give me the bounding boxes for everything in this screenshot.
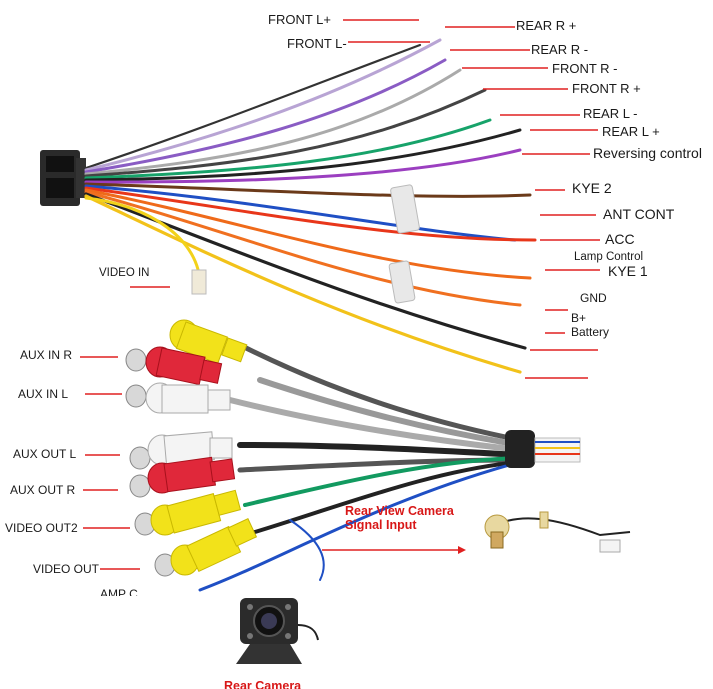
rca-bundle-connector <box>505 430 581 468</box>
rca-plug-aux-in-l <box>125 382 231 414</box>
label-video-out: VIDEO OUT <box>33 562 100 576</box>
label-amp-c: AMP C <box>100 588 138 596</box>
label-rear-l-minus: REAR L - <box>583 106 638 121</box>
label-lamp-control: Lamp Control <box>574 251 644 263</box>
rear-cam-title-line1: Rear View Camera <box>345 504 454 518</box>
label-acc: ACC <box>605 231 635 247</box>
rca-plug-aux-in-r <box>125 346 223 386</box>
rca-plug-video-out2 <box>134 489 242 536</box>
video-in-plug <box>191 269 207 295</box>
harness-wires <box>84 38 537 374</box>
label-rear-r-minus: REAR R - <box>531 42 589 57</box>
rca-plug-video-in-yellow <box>169 319 248 365</box>
label-front-r-plus: FRONT R + <box>572 81 641 96</box>
harness-connector <box>40 150 86 206</box>
label-aux-out-l: AUX OUT L <box>13 447 77 461</box>
rear-camera-caption: Rear Camera <box>224 679 302 689</box>
rca-plug-aux-out-r <box>129 456 236 498</box>
signal-arrow <box>322 546 466 554</box>
label-rear-l-plus: REAR L + <box>602 124 660 139</box>
label-kye1: KYE 1 <box>608 263 648 279</box>
label-front-l-plus: FRONT L+ <box>268 12 331 27</box>
label-aux-in-l: AUX IN L <box>18 387 69 401</box>
label-b-plus: B+ <box>571 311 587 325</box>
label-front-r-minus: FRONT R - <box>552 61 618 76</box>
label-video-out2: VIDEO OUT2 <box>5 521 78 535</box>
label-aux-out-r: AUX OUT R <box>10 483 76 497</box>
label-rear-r-plus: REAR R + <box>516 18 577 33</box>
label-gnd: GND <box>580 291 607 305</box>
label-battery: Battery <box>571 325 610 339</box>
rear-cam-title-line2: Signal Input <box>345 518 417 532</box>
rca-cables <box>198 342 523 592</box>
rca-plug-video-out <box>154 518 258 577</box>
rca-plug-aux-out-l <box>129 431 233 470</box>
label-aux-in-r: AUX IN R <box>20 348 73 362</box>
label-video-in: VIDEO IN <box>99 267 150 279</box>
rear-camera-device <box>236 598 319 664</box>
label-reversing-control: Reversing control <box>593 145 702 161</box>
label-ant-cont: ANT CONT <box>603 206 675 222</box>
callout-lines <box>80 19 600 570</box>
camera-cable <box>484 511 631 553</box>
label-kye2: KYE 2 <box>572 180 612 196</box>
wire-sleeves <box>388 184 420 304</box>
label-front-l-minus: FRONT L- <box>287 36 347 51</box>
